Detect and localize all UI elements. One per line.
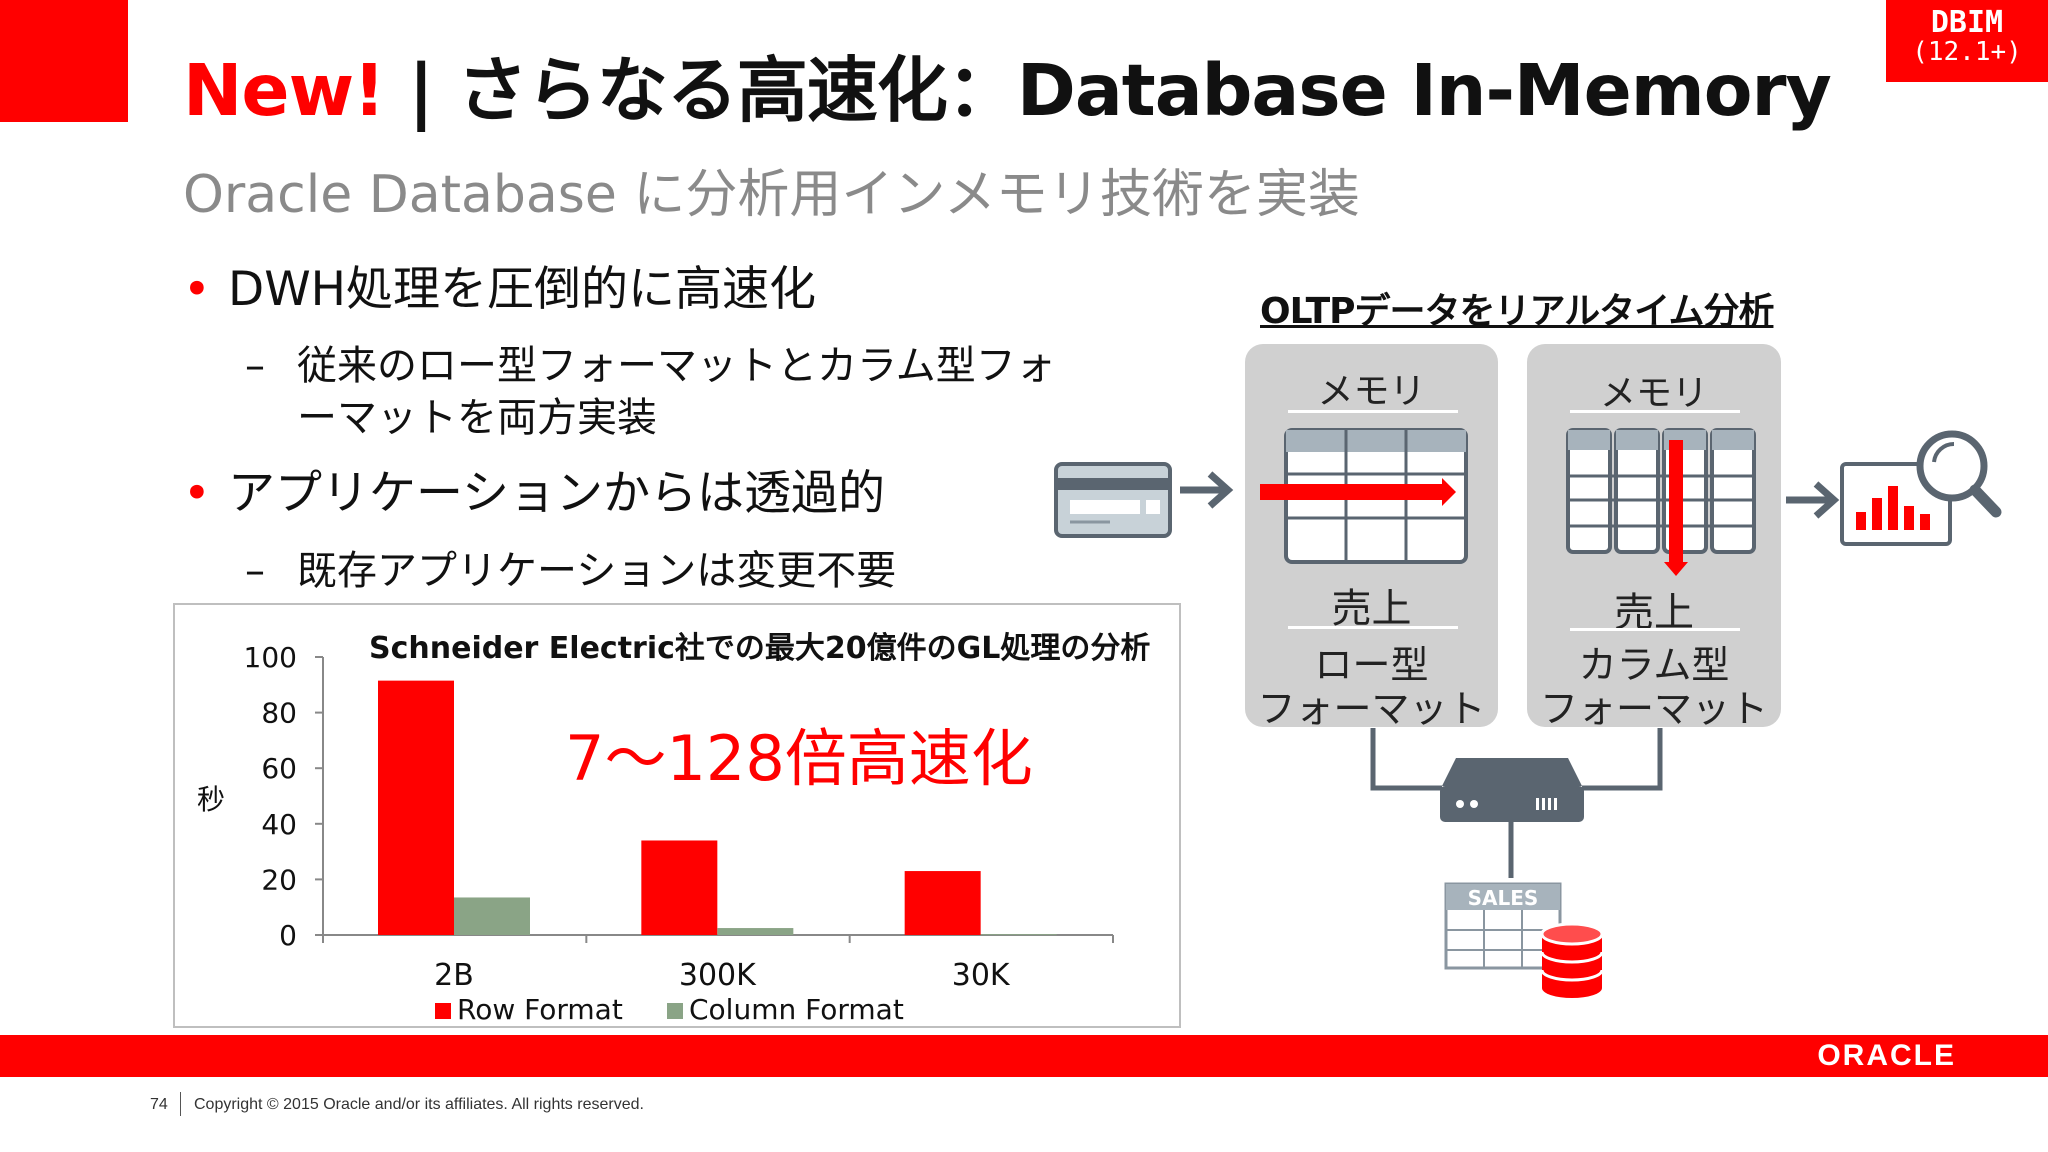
sales-table-icon: SALES [1444, 882, 1562, 970]
sales-label: SALES [1468, 886, 1539, 910]
corner-accent [0, 0, 128, 122]
bullet-list: DWH処理を圧倒的に高速化 従来のロー型フォーマットとカラム型フォーマットを両方… [183, 262, 1083, 619]
panel-divider [1570, 410, 1740, 413]
y-tick-label: 20 [261, 863, 297, 896]
bar-row-format [378, 680, 454, 935]
table-name-label: 売上 [1331, 586, 1412, 632]
legend-swatch [667, 1003, 683, 1019]
badge-version: (12.1+) [1912, 37, 2022, 67]
bullet-1: DWH処理を圧倒的に高速化 [183, 262, 1083, 319]
legend-swatch [435, 1003, 451, 1019]
bullet-1-sub: 従来のロー型フォーマットとカラム型フォーマットを両方実装 [183, 340, 1057, 444]
column-format-panel: メモリ 売上 カラム型 フォーマット [1527, 344, 1781, 731]
chart-title: Schneider Electric社での最大20億件のGL処理の分析 [369, 631, 1150, 666]
panel-divider [1288, 626, 1458, 629]
slide-subtitle: Oracle Database に分析用インメモリ技術を実装 [183, 165, 1360, 225]
arrow-right-icon [1786, 481, 1840, 519]
memory-label: メモリ [1317, 371, 1426, 412]
bar-column-format [980, 934, 1057, 936]
title-new: New! [183, 49, 386, 132]
panel-divider [1288, 410, 1458, 413]
row-format-panel: メモリ 売上 ロー型 フォーマット [1245, 344, 1498, 731]
diagram-heading: OLTPデータをリアルタイム分析 [1260, 291, 1774, 332]
version-badge: DBIM (12.1+) [1886, 0, 2048, 82]
y-tick-label: 60 [261, 752, 297, 785]
server-icon [1440, 758, 1584, 822]
bar-column-format [454, 897, 530, 935]
legend-label: Column Format [689, 993, 904, 1026]
badge-title: DBIM [1930, 5, 2004, 40]
oracle-logo: ORACLE [1817, 1039, 1956, 1072]
copyright-text: Copyright © 2015 Oracle and/or its affil… [194, 1096, 644, 1113]
arrow-right-icon [1180, 471, 1234, 509]
x-category-label: 30K [952, 958, 1011, 993]
y-tick-label: 80 [261, 697, 297, 730]
database-icon [1540, 922, 1604, 998]
memory-label: メモリ [1599, 373, 1708, 414]
analytics-icon [1840, 430, 2002, 546]
footer-divider [180, 1092, 181, 1116]
footer-bar [0, 1035, 2048, 1077]
format-label-2: フォーマット [1257, 687, 1486, 731]
bar-row-format [641, 840, 718, 935]
format-label-2: フォーマット [1539, 687, 1768, 731]
panel-divider [1570, 628, 1740, 631]
legend-label: Row Format [457, 993, 623, 1026]
benchmark-chart: Schneider Electric社での最大20億件のGL処理の分析 7〜12… [173, 603, 1181, 1028]
title-text: | さらなる高速化：Database In-Memory [384, 49, 1832, 132]
bar-column-format [717, 928, 794, 935]
y-tick-label: 100 [244, 641, 297, 674]
format-label-1: ロー型 [1314, 643, 1429, 687]
y-axis-label: 秒 [197, 783, 225, 816]
page-number: 74 [150, 1096, 168, 1113]
connector-lines [1370, 728, 1663, 878]
chart-canvas: Schneider Electric社での最大20億件のGL処理の分析 7〜12… [197, 631, 1150, 1026]
slide-title: New! | さらなる高速化：Database In-Memory [183, 49, 1832, 132]
bar-row-format [904, 871, 981, 935]
x-category-label: 2B [434, 958, 474, 993]
x-category-label: 300K [679, 958, 757, 993]
y-tick-label: 40 [261, 808, 297, 841]
bullet-2: アプリケーションからは透過的 [183, 466, 1083, 523]
chart-annotation: 7〜128倍高速化 [565, 722, 1033, 795]
y-tick-label: 0 [279, 919, 297, 952]
format-label-1: カラム型 [1578, 643, 1730, 687]
bullet-2-sub: 既存アプリケーションは変更不要 [183, 545, 1057, 597]
